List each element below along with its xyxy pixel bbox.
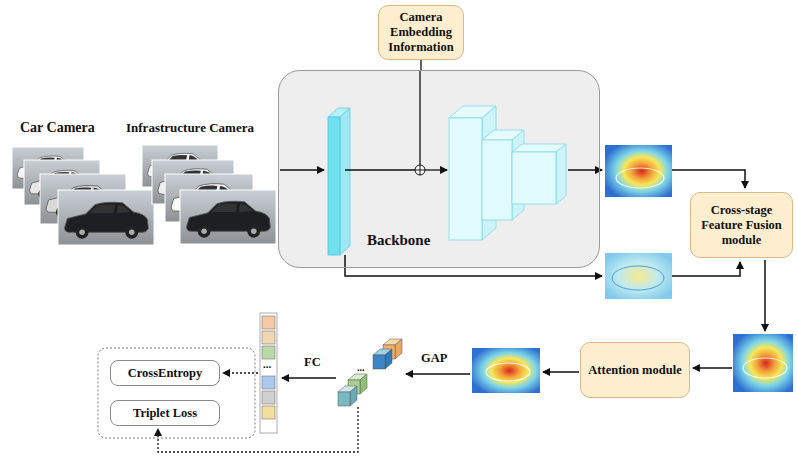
heatmap [472,348,540,393]
gap-arrow [406,373,470,375]
ellipsis: ... [263,358,271,370]
input-arrow [280,169,324,171]
embedding-box: Camera Embedding Information [378,5,464,60]
car-camera-photos [12,147,154,245]
feature-vector [262,391,275,404]
backbone-blocks [449,106,566,240]
group-label: Infrastructure Camera [126,121,254,135]
backbone-blocks [556,144,566,204]
operation-label: GAP [421,352,447,366]
pooled-feature [338,339,402,406]
node-text: Attention module [588,363,681,378]
pooled-feature [360,374,367,394]
backbone-slab [340,108,350,255]
pooled-feature [373,355,385,369]
backbone-slab [328,108,350,255]
node-text: CrossEntropy [128,366,203,381]
feature-vector [260,313,277,433]
fusion-box: Cross-stage Feature Fusion module [690,192,793,258]
feature-vector [262,346,275,359]
feature-vector [262,376,275,389]
node-text: Camera Embedding Information [384,10,458,55]
heatmap [605,253,672,299]
backbone-ground [278,70,600,268]
pooled-feature [395,339,402,359]
heatmap [605,253,672,299]
attention-box: Attention module [580,342,690,398]
loss-arrow [223,372,258,373]
pooled-feature [350,386,357,406]
feature-vector [262,406,275,419]
backbone-blocks [512,152,556,204]
ellipsis: ... [357,362,365,373]
car-camera-photos [58,190,154,245]
node-text: Cross-stage Feature Fusion module [696,203,787,248]
fusion-output-arrow [764,260,766,331]
loss-group [98,348,255,438]
backbone-box: Backbone [278,70,600,268]
heatmap [472,348,540,393]
embedding-line [419,70,420,165]
node-text: Triplet Loss [133,406,197,421]
backbone-slab [328,117,340,255]
infrastructure-camera-photos [180,190,276,244]
group-label: Car Camera [20,120,95,135]
attention-output-arrow [543,371,579,373]
heatmap [612,266,664,290]
loss-box: CrossEntropy [110,360,220,386]
feature-line [345,169,415,170]
attention-input-arrow [693,367,732,369]
pooled-feature [385,349,392,369]
output-arrow [568,169,602,171]
heatmap [486,363,530,381]
heatmap [733,334,793,392]
node-text: Backbone [367,231,430,249]
feature-arrow [425,169,447,170]
add-symbol [420,165,421,175]
feature-vector [260,313,277,433]
heatmap [605,145,672,197]
infrastructure-camera-photos [142,145,276,244]
infrastructure-camera-photos [187,201,271,237]
pooled-feature [338,392,350,406]
car-camera-photos [65,202,149,238]
feature-vector [262,331,275,344]
heatmap [616,168,664,188]
heatmap [605,145,672,197]
heatmap [733,334,793,392]
fusion-arrow [672,262,740,276]
shallow-feature-arrow [345,255,602,276]
feature-vector [262,316,275,329]
add-symbol [415,165,425,175]
backbone-blocks [482,140,512,220]
backbone-blocks [449,118,482,240]
connector [420,60,421,70]
operation-label: FC [304,356,321,370]
fusion-arrow [672,170,745,188]
heatmap [743,358,787,378]
loss-box: Triplet Loss [110,400,220,426]
fc-arrow [282,377,336,379]
